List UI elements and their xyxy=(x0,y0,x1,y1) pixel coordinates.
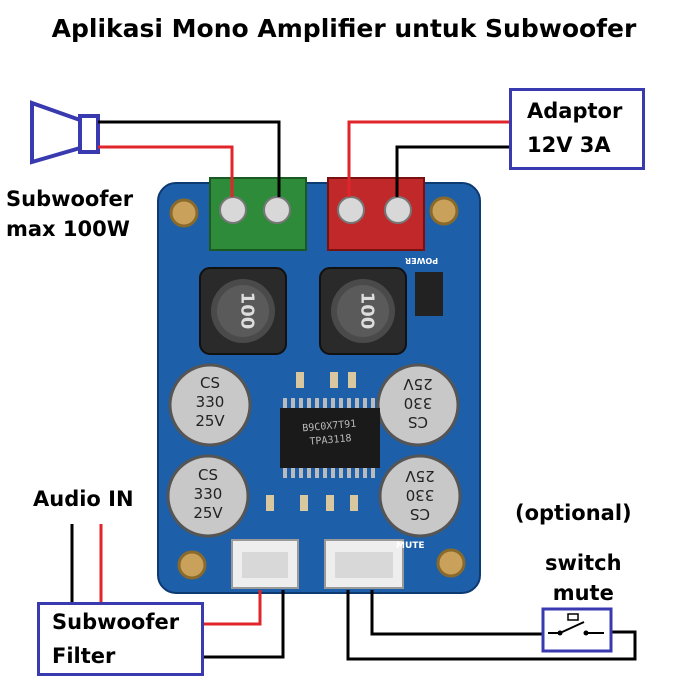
terminal-block-power xyxy=(327,177,425,251)
switch-mute-label: switch mute xyxy=(545,551,622,605)
connector-input xyxy=(231,539,299,589)
capacitor-top-right xyxy=(376,363,460,447)
inductor-right xyxy=(319,267,407,355)
speaker-wires xyxy=(98,120,281,197)
capacitor-bottom-right xyxy=(378,454,462,538)
optional-label: (optional) xyxy=(515,501,632,525)
adaptor-wires xyxy=(347,120,509,197)
audio-in-label: Audio IN xyxy=(33,487,134,511)
diagram-title: Aplikasi Mono Amplifier untuk Subwoofer xyxy=(51,14,637,43)
subwoofer-filter-box: Subwoofer Filter xyxy=(37,602,204,676)
inductor-right-label: 100 xyxy=(356,291,378,330)
terminal-block-speaker xyxy=(209,177,307,251)
mute-silkscreen: MUTE xyxy=(396,541,425,551)
inductor-left xyxy=(199,267,287,355)
power-silkscreen: POWER xyxy=(405,256,439,265)
subwoofer-label: Subwoofer max 100W xyxy=(6,187,134,241)
amplifier-chip xyxy=(280,398,380,478)
audio-in-wires xyxy=(70,524,103,603)
connector-mute xyxy=(324,539,404,589)
adaptor-box: Adaptor 12V 3A xyxy=(509,88,645,170)
diode xyxy=(415,272,443,316)
amplifier-board xyxy=(157,182,481,594)
inductor-left-label: 100 xyxy=(236,291,258,330)
mute-wires xyxy=(346,590,637,661)
switch-mute-icon xyxy=(541,607,613,653)
capacitor-bottom-left xyxy=(166,454,250,538)
filter-output-wires xyxy=(204,590,285,659)
mounting-holes xyxy=(169,196,466,580)
speaker-icon xyxy=(30,100,100,165)
capacitor-top-left xyxy=(168,363,252,447)
